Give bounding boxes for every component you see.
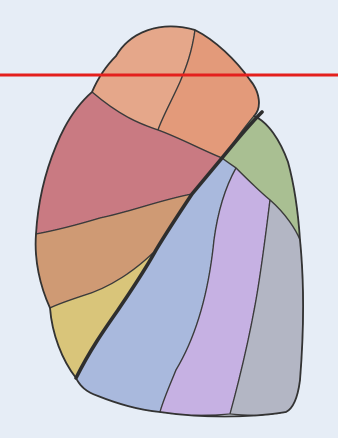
diagram-canvas	[0, 0, 338, 438]
lung-segment-diagram	[0, 0, 338, 438]
